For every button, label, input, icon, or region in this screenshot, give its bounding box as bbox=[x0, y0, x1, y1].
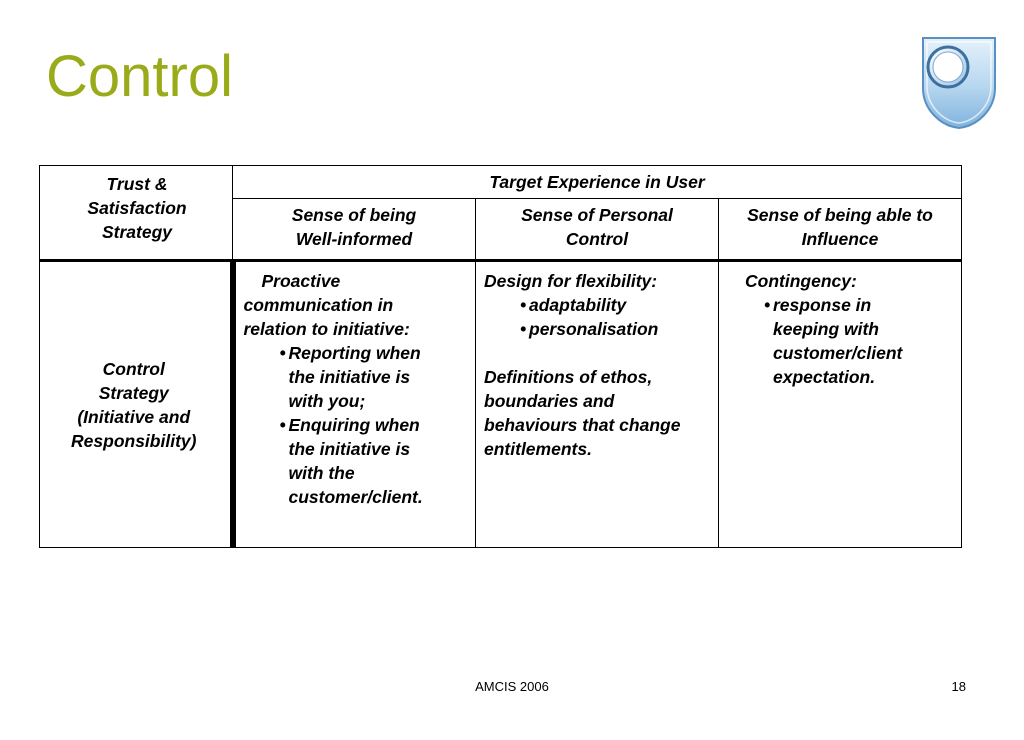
bullet-line: expectation. bbox=[773, 367, 876, 387]
bullet-line: customer/client bbox=[773, 343, 903, 363]
bullet-line: with you; bbox=[288, 391, 366, 411]
corner-header-cell: Trust & Satisfaction Strategy bbox=[39, 165, 233, 262]
row-label-line: Strategy bbox=[98, 382, 169, 403]
bullet-item: • personalisation bbox=[520, 317, 710, 341]
bullet-dot: • bbox=[520, 295, 527, 315]
bullet-line: Reporting when bbox=[288, 343, 421, 363]
bullet-line: response in bbox=[773, 295, 872, 315]
bullet-line: adaptability bbox=[529, 295, 627, 315]
group-header-cell: Target Experience in User bbox=[232, 165, 962, 199]
subheader-line: Influence bbox=[801, 229, 879, 249]
bullet-line: the initiative is bbox=[288, 439, 411, 459]
intro-line: relation to initiative: bbox=[243, 319, 410, 339]
bullet-item: • Reporting when the initiative is with … bbox=[280, 341, 468, 413]
bullet-list: • Reporting when the initiative is with … bbox=[280, 341, 468, 509]
row-label-line: (Initiative and bbox=[77, 406, 191, 427]
para-line: Definitions of ethos, bbox=[484, 367, 653, 387]
cell-personal-control: Design for flexibility: • adaptability •… bbox=[475, 260, 719, 548]
bullet-dot: • bbox=[764, 295, 771, 315]
para-line: behaviours that change bbox=[484, 415, 681, 435]
cell-well-informed: Proactive communication in relation to i… bbox=[232, 260, 476, 548]
bullet-line: customer/client. bbox=[288, 487, 423, 507]
subheader-cell-well-informed: Sense of being Well-informed bbox=[232, 198, 476, 262]
bullet-line: Enquiring when bbox=[288, 415, 420, 435]
bullet-dot: • bbox=[279, 343, 286, 363]
bullet-line: the initiative is bbox=[288, 367, 411, 387]
intro-line: communication in bbox=[243, 295, 394, 315]
bullet-dot: • bbox=[520, 319, 527, 339]
footer-conference: AMCIS 2006 bbox=[475, 679, 549, 694]
corner-header-line: Satisfaction bbox=[87, 198, 187, 218]
row-label-line: Control bbox=[102, 358, 165, 379]
bullet-item: • Enquiring when the initiative is with … bbox=[280, 413, 468, 509]
subheader-line: Sense of being able to bbox=[747, 205, 933, 225]
bullet-line: with the bbox=[288, 463, 355, 483]
bullet-line: keeping with bbox=[773, 319, 879, 339]
subheader-cell-influence: Sense of being able to Influence bbox=[718, 198, 962, 262]
subheader-line: Sense of being bbox=[291, 205, 417, 225]
bullet-list: • adaptability • personalisation bbox=[520, 293, 710, 341]
para-line: entitlements. bbox=[484, 439, 592, 459]
row-label-line: Responsibility) bbox=[71, 430, 197, 451]
control-strategy-table: Trust & Satisfaction Strategy Target Exp… bbox=[39, 165, 962, 548]
para-line: boundaries and bbox=[484, 391, 615, 411]
intro-line: Proactive bbox=[261, 271, 341, 291]
corner-header-line: Trust & bbox=[106, 174, 168, 194]
intro-line: Design for flexibility: bbox=[484, 271, 658, 291]
row-label-cell: Control Strategy (Initiative and Respons… bbox=[39, 260, 236, 548]
paragraph-gap bbox=[484, 341, 710, 365]
open-university-logo bbox=[919, 36, 999, 130]
bullet-dot: • bbox=[279, 415, 286, 435]
bullet-item: • adaptability bbox=[520, 293, 710, 317]
footer-page-number: 18 bbox=[951, 679, 966, 694]
bullet-list: • response in keeping with customer/clie… bbox=[764, 293, 953, 389]
intro-line: Contingency: bbox=[745, 271, 857, 291]
subheader-line: Well-informed bbox=[295, 229, 413, 249]
subheader-line: Sense of Personal bbox=[521, 205, 673, 225]
corner-header-line: Strategy bbox=[101, 222, 173, 242]
group-header: Target Experience in User bbox=[489, 172, 705, 192]
subheader-line: Control bbox=[565, 229, 629, 249]
open-university-shield-icon bbox=[922, 37, 996, 130]
bullet-line: personalisation bbox=[529, 319, 659, 339]
cell-influence: Contingency: • response in keeping with … bbox=[718, 260, 962, 548]
bullet-item: • response in keeping with customer/clie… bbox=[764, 293, 953, 389]
slide-title: Control bbox=[46, 44, 233, 109]
subheader-cell-personal-control: Sense of Personal Control bbox=[475, 198, 719, 262]
